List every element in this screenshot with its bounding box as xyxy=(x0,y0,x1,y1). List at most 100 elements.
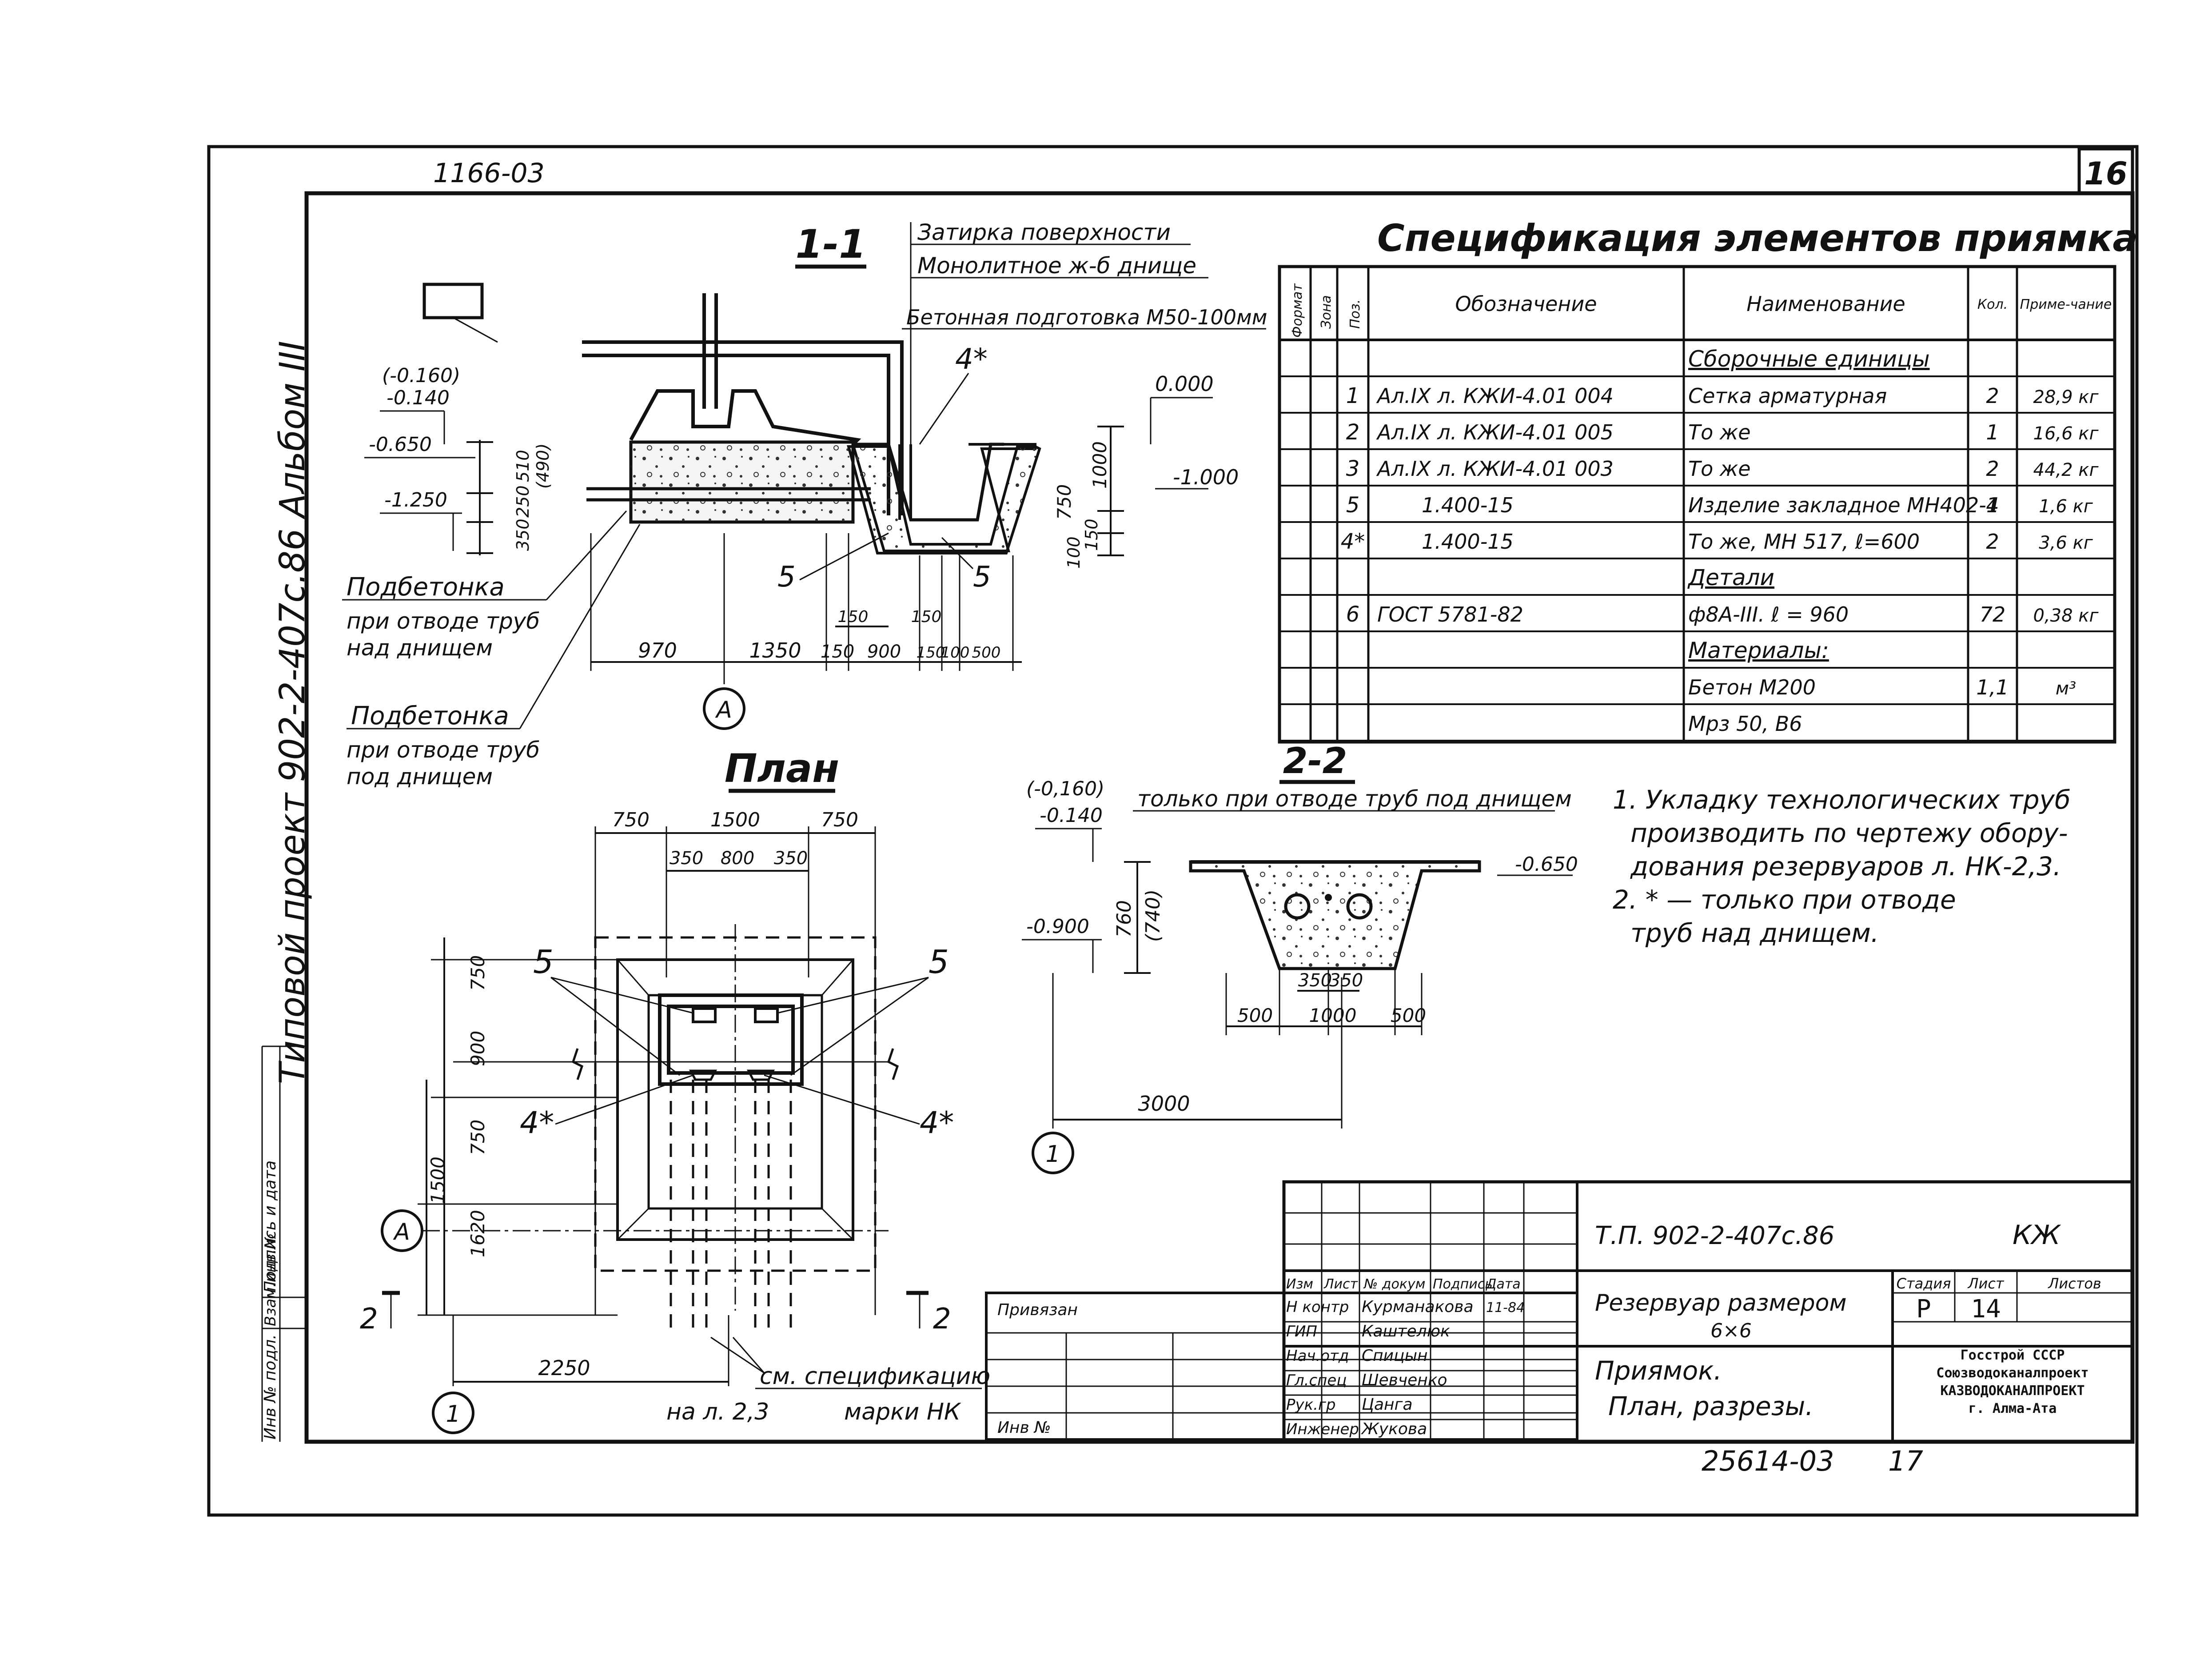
hdim-150b: 150 xyxy=(917,644,945,662)
vdim-left-2: (490) xyxy=(533,443,553,489)
spec-cell-note: 3,6 кг xyxy=(2039,533,2093,553)
spec-cell-note: 28,9 кг xyxy=(2033,387,2099,407)
layer-label-2: Монолитное ж-б днище xyxy=(917,253,1196,279)
staff-role: Гл.спец xyxy=(1286,1372,1347,1389)
vdim-right-1: 1000 xyxy=(1089,441,1111,489)
plan-top-dim2-2: 800 xyxy=(721,848,754,869)
plan-pit xyxy=(658,993,804,1086)
leader-line xyxy=(519,524,641,729)
spec-cell-pos: 2 xyxy=(1346,420,1360,445)
top-code: 1166-03 xyxy=(433,158,545,189)
note-line-4: 2. * — только при отводе xyxy=(1613,885,1956,915)
leader-line xyxy=(790,977,929,1076)
plan-ref-3: марки НК xyxy=(844,1399,961,1425)
s22-level-1: (-0,160) xyxy=(1026,778,1104,800)
spec-cell-code: Ал.IX л. КЖИ-4.01 004 xyxy=(1376,384,1614,408)
spec-cell-name: Сборочные единицы xyxy=(1688,346,1930,372)
corner-number: 16 xyxy=(2084,156,2127,192)
tb-org-2: Союзводоканалпроект xyxy=(1936,1365,2088,1381)
leader-line xyxy=(941,537,974,570)
spec-cell-note: 0,38 кг xyxy=(2033,606,2099,626)
break-mark xyxy=(887,1048,899,1080)
spec-cell-pos: 3 xyxy=(1346,456,1360,481)
hdim-500: 500 xyxy=(972,644,1001,662)
spec-cell-note: 1,6 кг xyxy=(2039,496,2093,517)
vdim-right-2: 750 xyxy=(1053,484,1075,520)
leader-line xyxy=(710,1336,765,1374)
spec-cell-note: м³ xyxy=(2056,678,2076,699)
bottom-number: 25614-03 xyxy=(1702,1445,1834,1477)
plan-pos-4-right: 4* xyxy=(920,1105,954,1141)
tb-h-sign: Подпись xyxy=(1433,1276,1493,1292)
spec-cell-name: Сетка арматурная xyxy=(1688,384,1887,408)
leader-line xyxy=(732,1337,765,1373)
tb-mark: КЖ xyxy=(2013,1220,2061,1251)
leader-line xyxy=(777,977,929,1014)
staff-name: Курманакова xyxy=(1362,1298,1474,1316)
tb-h-izm: Изм xyxy=(1286,1276,1313,1292)
vdim-right-3: 150 xyxy=(1082,518,1101,551)
corner-box xyxy=(2077,147,2134,195)
staff-role: Инженер xyxy=(1286,1420,1359,1438)
layer-label-3: Бетонная подготовка М50-100мм xyxy=(906,305,1267,329)
wall-profile xyxy=(629,389,861,446)
pipe-fitting xyxy=(689,1069,717,1081)
hdim-970: 970 xyxy=(638,638,677,662)
spec-cell-qty: 72 xyxy=(1980,602,2006,626)
tb-stage: Р xyxy=(1916,1295,1931,1324)
s22-dim-500b: 500 xyxy=(1391,1005,1426,1026)
plan-left-dim-1: 750 xyxy=(467,955,489,991)
staff-role: Рук.гр xyxy=(1286,1396,1335,1414)
level-left-4: -1.250 xyxy=(384,489,447,511)
plan-pos-5-left: 5 xyxy=(533,943,554,981)
staff-date: 11-84 xyxy=(1486,1300,1525,1316)
axis-a-bubble xyxy=(703,687,745,730)
leader-line xyxy=(764,1074,920,1125)
plan-view: План 750 1500 750 350 800 350 xyxy=(360,746,990,1434)
tb-h-list: Лист xyxy=(1323,1276,1359,1292)
spec-cell-name: ф8А-III. ℓ = 960 xyxy=(1688,602,1849,626)
staff-name: Шевченко xyxy=(1362,1371,1447,1389)
plan-title: План xyxy=(725,746,839,791)
spec-cell-code: Ал.IX л. КЖИ-4.01 005 xyxy=(1376,420,1614,444)
spec-cell-name: То же, МН 517, ℓ=600 xyxy=(1688,530,1920,554)
cut-left-label: 2 xyxy=(360,1303,378,1336)
note1-line2: над днищем xyxy=(347,635,493,661)
section-2-2-subtitle: только при отводе труб под днищем xyxy=(1137,786,1572,812)
reference-box xyxy=(422,283,484,319)
staff-name: Каштелюк xyxy=(1362,1322,1450,1340)
hdim-top-1: 150 xyxy=(838,608,869,626)
s22-level-4: -0.900 xyxy=(1026,915,1089,938)
s22-rebar xyxy=(1325,894,1332,901)
leader-line xyxy=(799,532,889,581)
outer-frame xyxy=(207,145,2139,1517)
s22-level-3: -0.650 xyxy=(1515,853,1578,876)
spec-cell-qty: 1 xyxy=(1986,420,1999,444)
embedded-item xyxy=(692,1007,717,1023)
spec-cell-code: 1.400-15 xyxy=(1422,530,1514,554)
plan-top-dim-1: 750 xyxy=(612,809,650,831)
side-project-title: Типовой проект 902-2-407с.86 Альбом III xyxy=(273,341,313,1084)
note2-line1: при отводе труб xyxy=(347,737,540,763)
tb-org-3: КАЗВОДОКАНАЛПРОЕКТ xyxy=(1940,1383,2084,1399)
plan-left-dim-5: 1500 xyxy=(427,1157,449,1204)
plan-top-dim2-1: 350 xyxy=(670,848,703,869)
spec-cell-pos: 1 xyxy=(1346,383,1360,408)
spec-cell-qty: 1,1 xyxy=(1976,675,2009,699)
level-left-1: (-0.160) xyxy=(382,364,460,387)
slope-line xyxy=(821,959,854,996)
spec-cell-name: То же xyxy=(1688,420,1751,444)
spec-h-pos: Поз. xyxy=(1347,299,1363,329)
tb-org-4: г. Алма-Ата xyxy=(1969,1401,2057,1416)
tb-privyazan: Привязан xyxy=(997,1301,1078,1319)
plan-axis-a: A xyxy=(393,1219,410,1245)
spec-cell-pos: 4* xyxy=(1341,529,1365,554)
tb-org-1: Госстрой СССР xyxy=(1961,1348,2065,1363)
leader-line xyxy=(550,977,680,1076)
plan-left-dim-4: 1620 xyxy=(467,1210,489,1257)
tb-h-doc: № докум xyxy=(1363,1276,1425,1292)
tb-sheet-h: Лист xyxy=(1967,1275,2004,1292)
section-1-1-title: 1-1 xyxy=(796,221,866,267)
plan-dim-2250: 2250 xyxy=(538,1356,590,1380)
